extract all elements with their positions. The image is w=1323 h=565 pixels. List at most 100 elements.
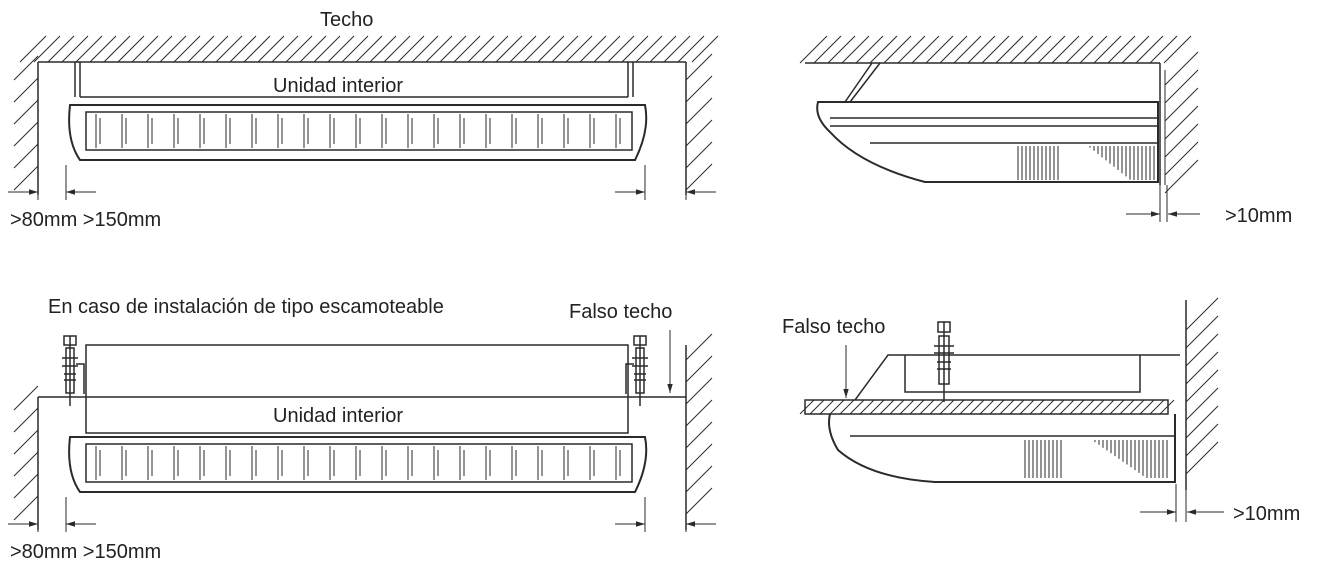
hatch-stroke <box>839 399 855 415</box>
hatch-stroke <box>685 487 713 515</box>
hatch-stroke <box>481 35 509 63</box>
hatch-stroke <box>243 35 271 63</box>
hatch-stroke <box>989 399 1005 415</box>
hatch-stroke <box>1079 35 1108 64</box>
hatch-stroke <box>1139 399 1155 415</box>
hatch-stroke <box>685 75 713 103</box>
hatch-stroke <box>1093 35 1122 64</box>
hatch-stroke <box>911 35 940 64</box>
hatch-stroke <box>663 35 691 63</box>
hatch-stroke <box>979 399 995 415</box>
hatch-stroke <box>271 35 299 63</box>
hatch-stroke <box>89 35 117 63</box>
hatch-stroke <box>1185 387 1219 421</box>
hatch-stroke <box>859 399 875 415</box>
air-outlet-grille <box>95 114 621 148</box>
clearance-dimension <box>1140 484 1224 522</box>
hatch-stroke <box>369 35 397 63</box>
hatch-stroke <box>299 35 327 63</box>
hatch-stroke <box>13 143 39 169</box>
hatch-stroke <box>1109 399 1125 415</box>
clearance-dimension <box>8 165 716 200</box>
hatch-stroke <box>47 35 75 63</box>
hatch-stroke <box>215 35 243 63</box>
hatch-stroke <box>949 399 965 415</box>
hatch-stroke <box>201 35 229 63</box>
hatch-stroke <box>13 429 39 455</box>
front-view-recessed: En caso de instalación de tipo escamotea… <box>8 296 716 563</box>
hatch-stroke <box>969 399 985 415</box>
hatch-stroke <box>849 399 865 415</box>
hatch-stroke <box>621 35 649 63</box>
hanger-bolt-right <box>625 335 648 406</box>
hatch-stroke <box>1185 369 1219 403</box>
left-wall-hatch <box>13 55 39 191</box>
hatch-stroke <box>1019 399 1035 415</box>
hatch-stroke <box>313 35 341 63</box>
hatch-stroke <box>593 35 621 63</box>
hatch-stroke <box>75 35 103 63</box>
hatch-stroke <box>13 407 39 433</box>
hatch-stroke <box>537 35 565 63</box>
hatch-stroke <box>925 35 954 64</box>
hatch-stroke <box>829 399 845 415</box>
hatch-stroke <box>1037 35 1066 64</box>
hatch-stroke <box>939 399 955 415</box>
hatch-stroke <box>341 35 369 63</box>
air-outlet-grille <box>95 446 621 480</box>
hatch-stroke <box>285 35 313 63</box>
hatch-stroke <box>813 35 842 64</box>
hatch-stroke <box>13 495 39 521</box>
hatch-stroke <box>959 399 975 415</box>
hanger-bolt-left <box>62 335 85 406</box>
hatch-stroke <box>13 99 39 125</box>
hatch-stroke <box>1089 399 1105 415</box>
hatch-stroke <box>981 35 1010 64</box>
hatch-stroke <box>397 35 425 63</box>
hatch-stroke <box>1164 123 1199 158</box>
clearance-label: >80mm >150mm <box>10 541 161 563</box>
hatch-stroke <box>855 35 884 64</box>
hatch-stroke <box>1023 35 1052 64</box>
wall-hatch <box>1164 51 1199 194</box>
hatch-stroke <box>649 35 677 63</box>
hatch-stroke <box>879 399 895 415</box>
hatch-stroke <box>1164 69 1199 104</box>
hatch-stroke <box>685 97 713 125</box>
hatch-stroke <box>899 399 915 415</box>
hatch-stroke <box>685 163 713 191</box>
hatch-stroke <box>229 35 257 63</box>
hatch-stroke <box>1129 399 1145 415</box>
clearance-label: >10mm <box>1225 205 1292 227</box>
hatch-stroke <box>1163 35 1192 64</box>
hatch-stroke <box>425 35 453 63</box>
hatch-stroke <box>1185 405 1219 439</box>
hatch-stroke <box>327 35 355 63</box>
hatch-stroke <box>61 35 89 63</box>
false-ceiling-label: Falso techo <box>569 301 672 323</box>
hatch-stroke <box>1185 423 1219 457</box>
hatch-stroke <box>827 35 856 64</box>
hanger-bolt <box>934 321 954 402</box>
hatch-stroke <box>467 35 495 63</box>
hatch-stroke <box>685 53 713 81</box>
hatch-stroke <box>869 35 898 64</box>
hatch-stroke <box>685 465 713 493</box>
hatch-stroke <box>103 35 131 63</box>
side-view-exposed: >10mm <box>799 35 1292 227</box>
hatch-stroke <box>1065 35 1094 64</box>
hatch-stroke <box>685 141 713 169</box>
hatch-stroke <box>159 35 187 63</box>
hatch-stroke <box>13 385 39 411</box>
hatch-stroke <box>1164 141 1199 176</box>
hatch-stroke <box>13 77 39 103</box>
right-wall-hatch <box>685 53 713 191</box>
recessed-caption: En caso de instalación de tipo escamotea… <box>48 296 444 318</box>
hatch-stroke <box>939 35 968 64</box>
hatch-stroke <box>33 35 61 63</box>
right-wall-hatch <box>685 333 713 515</box>
hatch-stroke <box>869 399 885 415</box>
hatch-stroke <box>1069 399 1085 415</box>
hatch-stroke <box>1164 159 1199 194</box>
hatch-stroke <box>691 35 719 63</box>
